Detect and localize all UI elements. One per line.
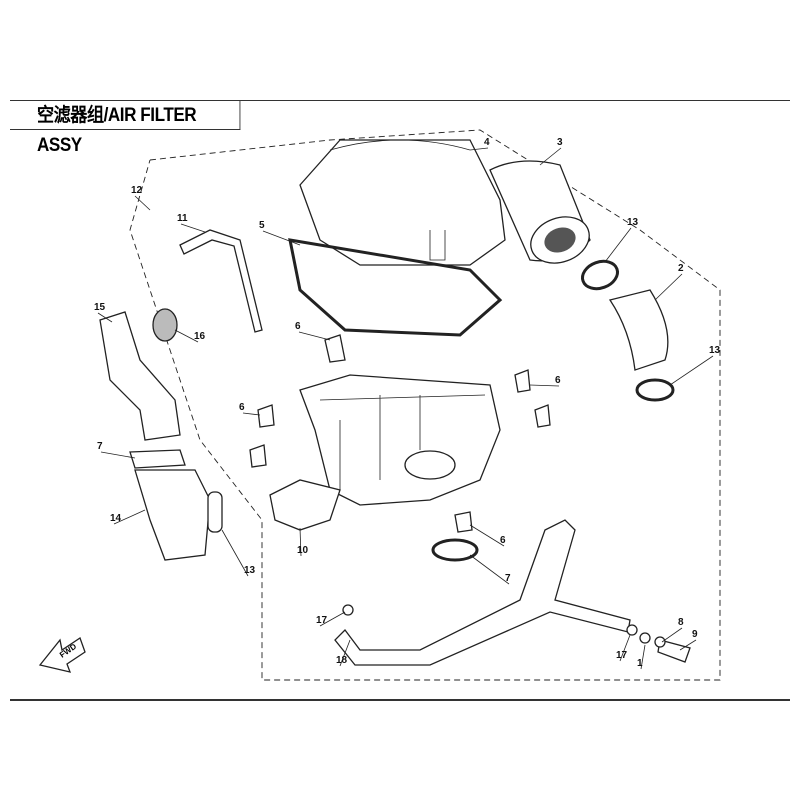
part-air-box: [299, 374, 501, 506]
callout-5: 5: [259, 220, 265, 231]
leader-line: [661, 627, 683, 643]
part-2-intake-boot: [608, 289, 669, 371]
callout-11: 11: [177, 213, 188, 224]
callout-15: 15: [94, 302, 106, 313]
leader-line: [669, 355, 714, 386]
callout-6: 6: [555, 375, 561, 386]
part-3-filter-element: [489, 160, 591, 264]
callout-6: 6: [239, 402, 245, 413]
leader-line: [539, 147, 562, 166]
leader-line: [604, 227, 632, 263]
callout-13: 13: [627, 217, 639, 228]
callout-9: 9: [692, 629, 698, 640]
leader-line: [180, 223, 206, 233]
callout-3: 3: [557, 137, 563, 148]
callout-1: 1: [637, 658, 643, 669]
callout-14: 14: [110, 513, 122, 524]
part-15-intake-duct: [99, 311, 181, 441]
assembly-boundary: [129, 129, 721, 681]
leader-line: [298, 331, 331, 341]
leader-line: [221, 529, 249, 577]
part-16-screen: [152, 308, 178, 342]
leader-line: [469, 554, 510, 585]
leader-line: [174, 329, 199, 343]
leader-line: [299, 527, 302, 557]
part-5-gasket: [288, 238, 503, 337]
leader-line: [640, 644, 646, 670]
leader-line: [654, 273, 683, 301]
part-17-clip: [342, 604, 354, 616]
callout-6: 6: [295, 321, 301, 332]
air-box-detail-lines: [319, 394, 486, 490]
leader-line: [529, 384, 560, 387]
page-title: 空滤器组/AIR FILTER ASSY: [10, 100, 241, 156]
callout-12: 12: [131, 185, 143, 196]
leader-line: [339, 639, 351, 667]
leader-line: [242, 412, 261, 416]
leader-line: [319, 611, 346, 627]
part-13-clamp: [581, 259, 619, 291]
part-7-seal: [129, 449, 186, 469]
leader-line: [100, 451, 136, 459]
part-18-drain-hose: [334, 519, 631, 666]
leader-line: [262, 230, 301, 246]
leader-line: [469, 147, 489, 151]
callout-13: 13: [709, 345, 721, 356]
air-box-outlet: [404, 450, 456, 480]
part-13-clamp: [207, 491, 223, 533]
callout-8: 8: [678, 617, 684, 628]
callout-17: 17: [616, 650, 628, 661]
part-13-clamp: [635, 378, 675, 402]
fwd-arrow: FWD: [38, 636, 86, 673]
drawing-frame: [10, 100, 790, 701]
callout-2: 2: [678, 263, 684, 274]
callout-18: 18: [336, 655, 348, 666]
part-6-clips: [249, 334, 551, 533]
part-14-intake-body: [134, 469, 211, 561]
leader-line: [679, 639, 697, 651]
part-10-inlet-duct: [269, 479, 341, 531]
callout-10: 10: [297, 545, 309, 556]
callout-7: 7: [97, 441, 103, 452]
leader-line: [97, 312, 113, 323]
leader-lines: [97, 147, 714, 670]
part-1-fitting: [639, 632, 651, 644]
fwd-arrow-icon: [38, 636, 86, 673]
part-17-clip: [626, 624, 638, 636]
callout-7: 7: [505, 573, 511, 584]
part-11-breather-hose: [179, 229, 263, 333]
callout-4: 4: [484, 137, 490, 148]
callout-13: 13: [244, 565, 256, 576]
callout-16: 16: [194, 331, 206, 342]
part-7-clamp: [431, 538, 479, 562]
cover-detail-lines: [329, 139, 471, 261]
leader-line: [113, 509, 146, 525]
leader-line: [619, 634, 631, 662]
leader-line: [134, 195, 151, 211]
callout-6: 6: [500, 535, 506, 546]
part-8-clamp: [654, 636, 666, 648]
leader-line: [469, 524, 505, 547]
callout-17: 17: [316, 615, 328, 626]
part-9-plug: [657, 639, 691, 663]
